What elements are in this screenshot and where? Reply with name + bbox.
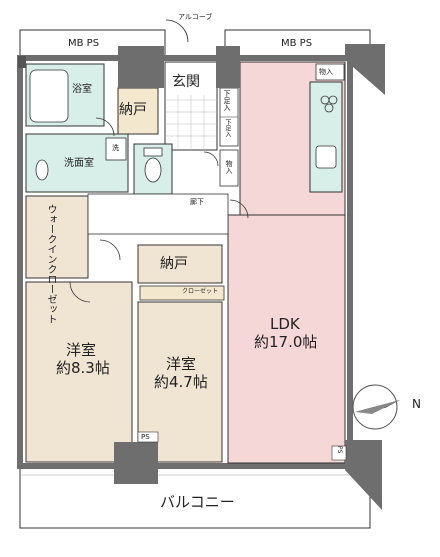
western-room-1-label: 洋室: [66, 341, 97, 359]
storage-room-1-label: 納戸: [119, 102, 147, 118]
western-room-1-floor: [25, 281, 133, 463]
walk-in-closet-floor: [25, 195, 89, 279]
ldk-size-label: 約17.0帖: [254, 333, 318, 351]
balcony-label: バルコニー: [160, 493, 235, 511]
kitchen-counter: [309, 81, 343, 193]
corridor-floor: [87, 193, 229, 235]
mbps-right-label: MB PS: [281, 38, 313, 49]
ldk-label: LDK: [270, 315, 300, 333]
mbps-left-label: MB PS: [68, 38, 100, 49]
closet-label: クローゼット: [182, 288, 219, 295]
storage-room-2-label: 納戸: [160, 256, 188, 272]
ps-right-box: [331, 445, 347, 461]
alcove-label: アルコーブ: [178, 13, 213, 21]
compass-icon: [352, 384, 400, 430]
western-room-2-size-label: 約4.7帖: [154, 373, 208, 391]
storage-top-box: [315, 63, 345, 81]
western-room-2-label: 洋室: [166, 355, 197, 373]
western-room-1-size-label: 約8.3帖: [56, 359, 110, 377]
shoe-box-label-right: 下足入: [223, 119, 231, 137]
pillar-bottom: [114, 442, 158, 484]
storage-mid-box: [219, 149, 239, 187]
compass-north-label: N: [412, 397, 421, 411]
ps-bottom-label: PS: [141, 433, 150, 441]
ps-bottom-box: [137, 431, 159, 443]
pillar-right-bottom: [345, 440, 382, 510]
balcony-area: [19, 465, 371, 529]
closet-box: [139, 285, 225, 301]
shoe-box-label-left: 下足入: [223, 90, 232, 111]
washroom-label: 洗面室: [64, 158, 94, 169]
bath-label: 浴室: [72, 84, 92, 95]
storage-room-2: [137, 244, 223, 284]
pillar-top-left: [118, 46, 164, 88]
ldk-floor: [227, 214, 346, 464]
washer-label: 洗: [112, 144, 119, 152]
pillar-left-top: [18, 56, 26, 68]
corridor-label: 廊下: [190, 198, 204, 206]
ps-right-label: PS: [335, 446, 343, 454]
walk-in-closet-label: ウォークインクローゼット: [45, 204, 56, 324]
storage-top-label: 物入: [319, 68, 333, 76]
pillar-top-right: [216, 46, 240, 88]
entrance-label: 玄関: [172, 74, 200, 90]
pillar-right-top: [345, 44, 385, 95]
storage-mid-label: 物入: [225, 160, 234, 174]
